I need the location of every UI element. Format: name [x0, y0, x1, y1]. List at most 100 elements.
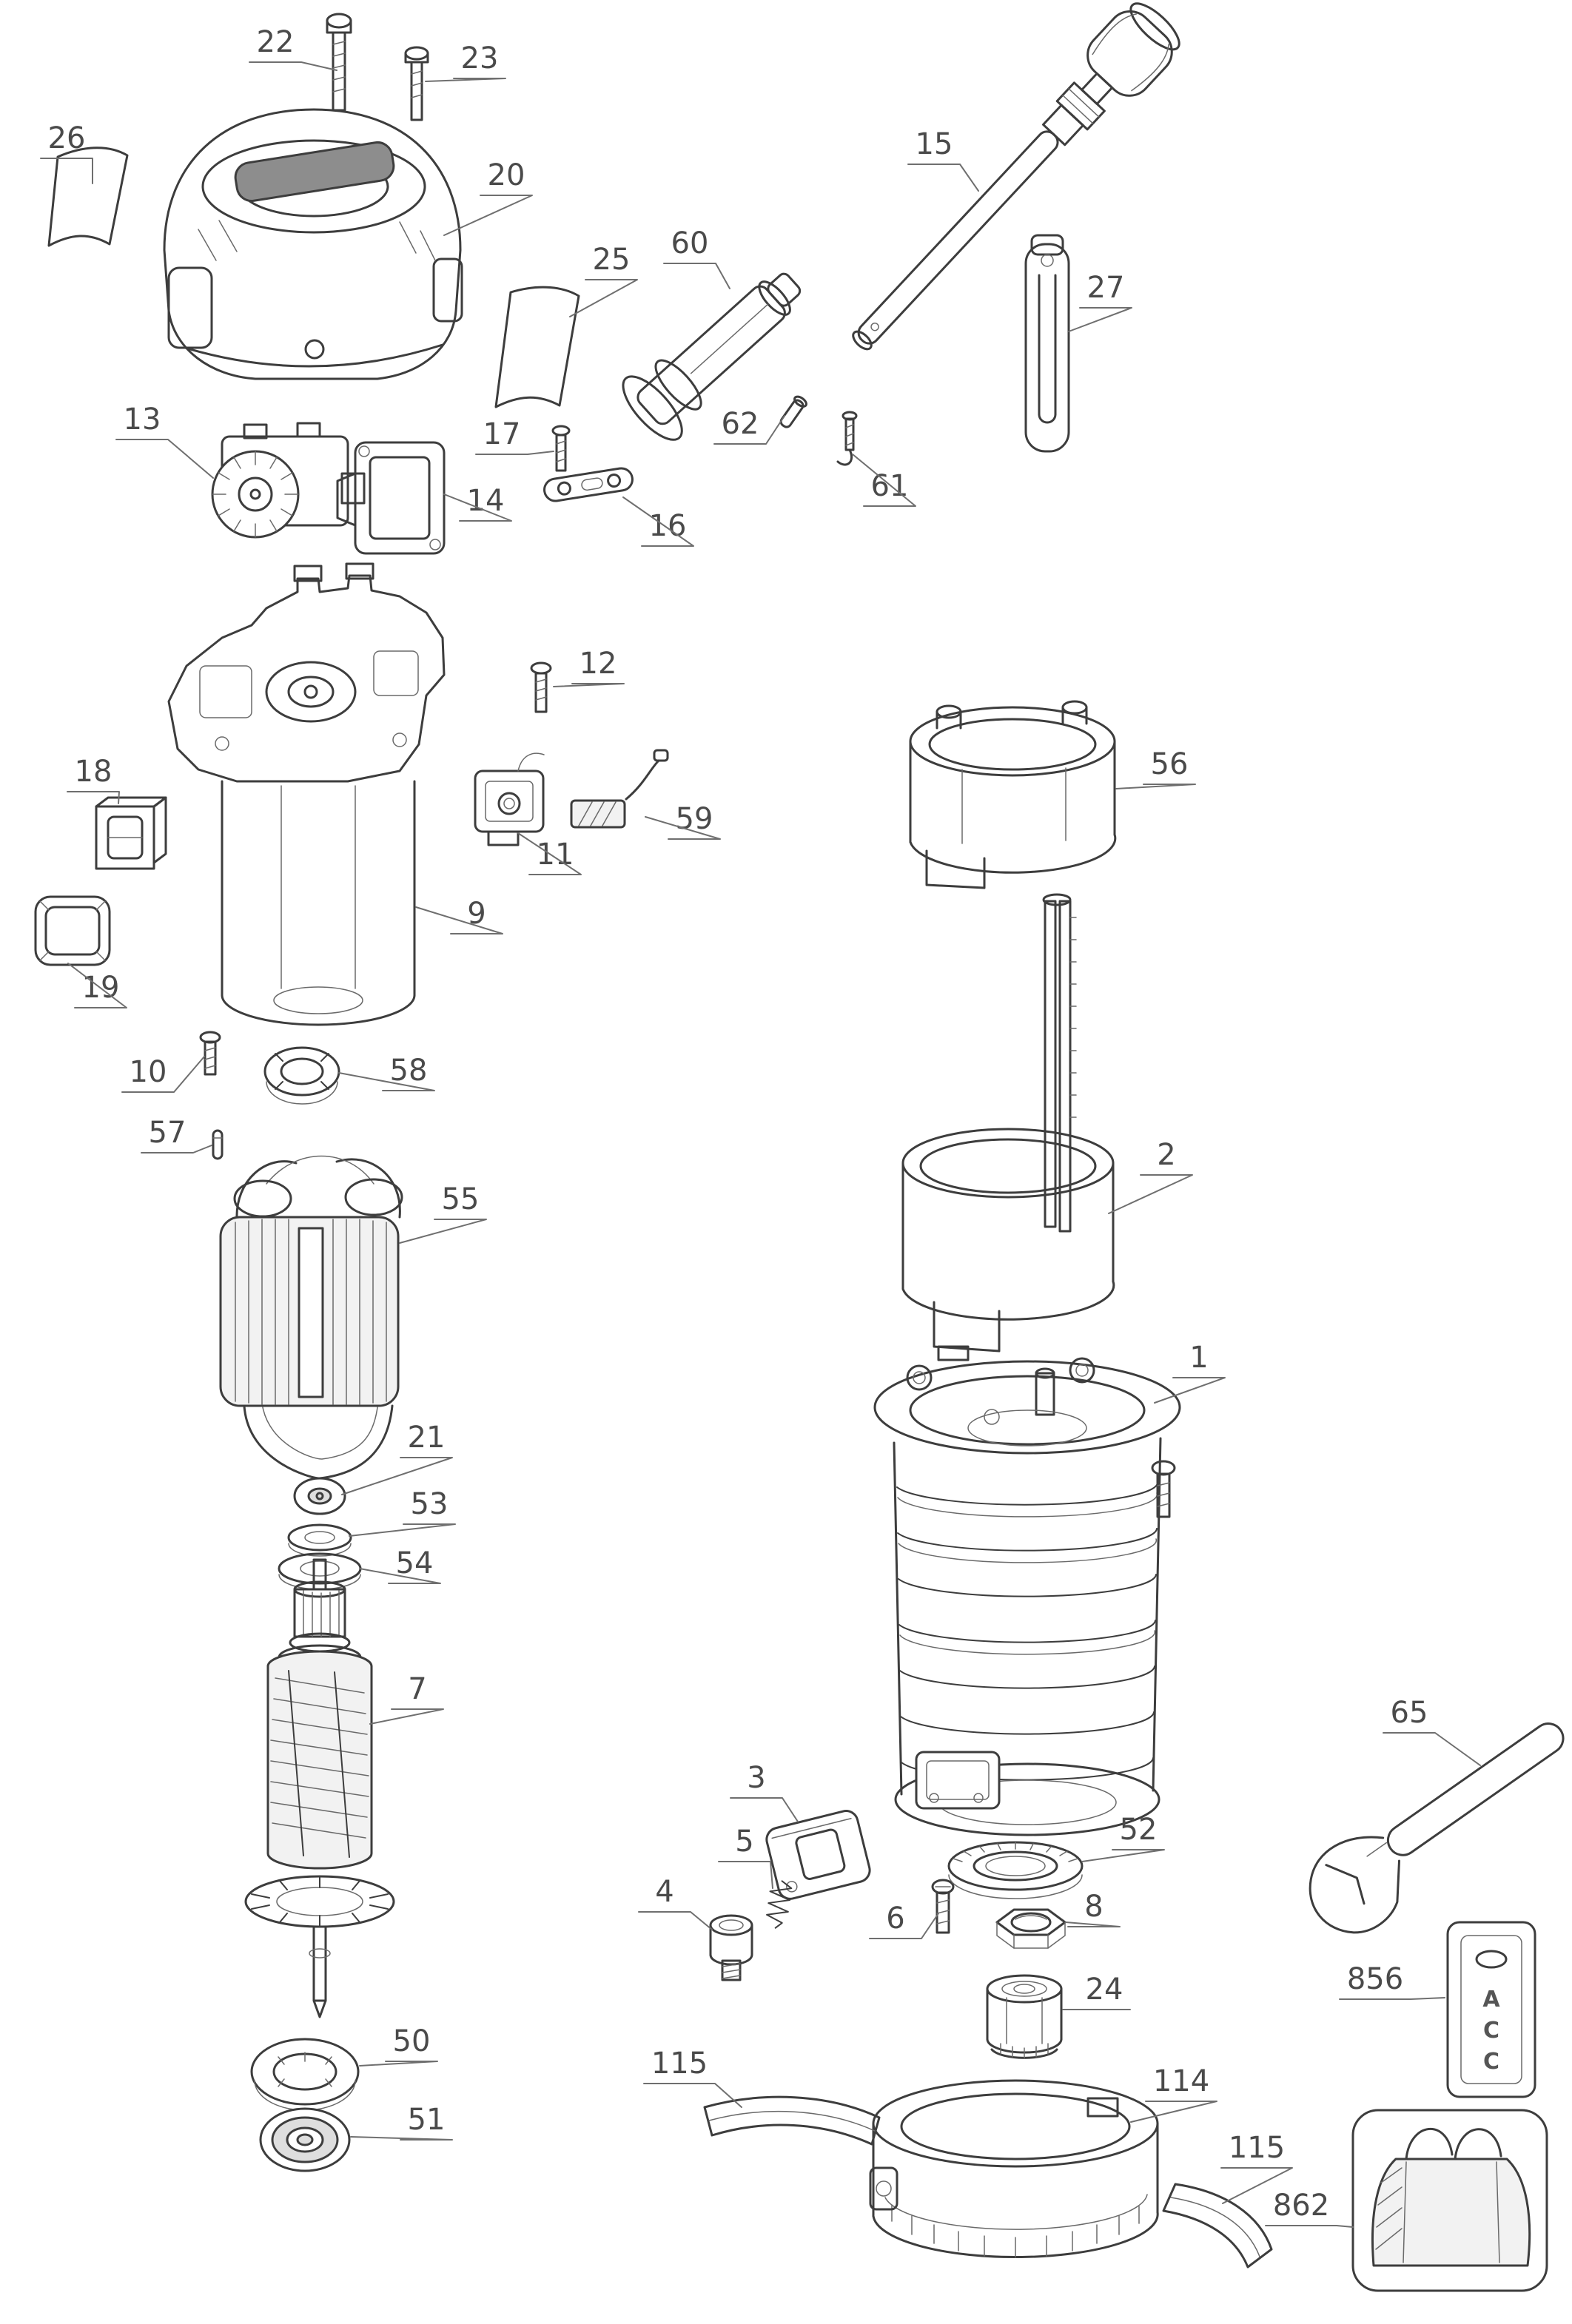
callout-14-leader [443, 494, 512, 522]
callout-862-leader [1265, 2225, 1354, 2228]
callout-5-leader [718, 1861, 773, 1889]
acc-letter-c1: C [1483, 2018, 1499, 2044]
callout-115-left: 115 [651, 2047, 708, 2081]
part-18-switch [95, 796, 167, 870]
callout-114-leader [1130, 2101, 1217, 2123]
part-53-washer [287, 1523, 352, 1557]
callout-58: 58 [390, 1054, 428, 1088]
callout-15-leader [907, 164, 979, 192]
callout-15: 15 [916, 127, 953, 161]
part-52-ring-nut [947, 1841, 1084, 1899]
part-56-upper-housing-cup [909, 700, 1117, 889]
callout-6-leader [869, 1913, 939, 1939]
part-19-switch-boot [34, 895, 111, 966]
part-15-depth-rod [852, 2, 1180, 351]
callout-23-leader [425, 78, 506, 82]
part-14-pcb-bracket [336, 441, 446, 555]
callout-56-leader [1115, 784, 1196, 789]
part-11-brush-holder [474, 752, 545, 846]
acc-letter-c2: C [1483, 2049, 1499, 2075]
part-862-tool-bag [1351, 2109, 1548, 2292]
part-25-label-sheet [494, 286, 580, 408]
callout-17-leader [475, 451, 554, 455]
part-4-lock-knob [709, 1914, 753, 1981]
callout-19-leader [67, 963, 127, 1008]
callout-51-leader [350, 2136, 453, 2141]
part-65-wrench [1309, 1722, 1565, 1934]
callout-115-left-leader [643, 2083, 742, 2108]
callout-4: 4 [655, 1875, 674, 1909]
callout-26: 26 [48, 121, 86, 155]
callout-2: 2 [1157, 1138, 1175, 1172]
part-51-bearing [259, 2107, 351, 2172]
callout-52: 52 [1120, 1813, 1158, 1847]
callout-114: 114 [1153, 2064, 1209, 2098]
callout-7: 7 [408, 1672, 426, 1706]
callout-60: 60 [671, 226, 709, 260]
callout-24: 24 [1086, 1973, 1123, 2007]
part-27-wrench-bar [1024, 234, 1070, 453]
acc-letter-a: A [1482, 1987, 1500, 2013]
callout-11-leader [517, 832, 582, 875]
callout-59-leader [645, 816, 721, 840]
callout-2-leader [1108, 1174, 1193, 1214]
callout-55-leader [399, 1219, 487, 1244]
part-16-link-plate [543, 467, 634, 502]
part-50-bearing-retainer [250, 2038, 360, 2111]
callout-65-leader [1383, 1732, 1481, 1766]
part-21-bearing [293, 1477, 346, 1515]
callout-60-leader [663, 263, 730, 289]
callout-56: 56 [1151, 747, 1189, 781]
callout-12: 12 [580, 647, 617, 681]
part-856-acc-plate: A C C [1446, 1921, 1536, 2098]
callout-21-leader [341, 1457, 453, 1495]
part-23-screw [404, 46, 429, 121]
part-114-base-ring [869, 2079, 1159, 2259]
part-61-screw-hook [836, 411, 858, 466]
callout-55: 55 [442, 1182, 480, 1216]
part-2-adjust-ring-rack [901, 893, 1115, 1361]
callout-22-leader [249, 61, 337, 71]
callout-62: 62 [722, 407, 759, 441]
callout-856-leader [1339, 1997, 1445, 2000]
part-9-motor-housing [167, 562, 446, 1026]
part-57-pin [212, 1129, 224, 1160]
part-5-spring [766, 1880, 793, 1929]
callout-25: 25 [593, 243, 631, 277]
callout-62-leader [713, 415, 785, 445]
callout-59: 59 [676, 802, 713, 836]
part-55-field-stator [219, 1155, 403, 1480]
callout-58-leader [338, 1072, 435, 1091]
callout-5: 5 [735, 1825, 753, 1859]
callout-862: 862 [1273, 2189, 1329, 2223]
callout-6: 6 [886, 1902, 904, 1936]
callout-50: 50 [393, 2024, 431, 2058]
part-115-band-right [1162, 2183, 1273, 2269]
callout-115-right-leader [1220, 2167, 1293, 2204]
part-20-motor-cap [163, 108, 463, 380]
part-24-collet-nut [986, 1974, 1063, 2059]
callout-16-leader [622, 496, 694, 547]
callout-3-leader [730, 1797, 799, 1822]
part-115-band-left [703, 2095, 881, 2146]
callout-54: 54 [396, 1546, 434, 1580]
callout-1-leader [1154, 1377, 1226, 1404]
callout-61-leader [852, 454, 916, 507]
callout-14: 14 [467, 484, 505, 518]
callout-23: 23 [461, 41, 499, 75]
callout-7-leader [369, 1708, 444, 1725]
part-62-pin [779, 395, 807, 428]
callout-10-leader [121, 1056, 205, 1093]
part-26-label-sheet [47, 146, 129, 247]
part-22-screw [326, 13, 352, 112]
callout-18: 18 [75, 755, 112, 789]
callout-21: 21 [408, 1421, 446, 1455]
part-6-screw [931, 1879, 955, 1934]
callout-115-right: 115 [1229, 2131, 1285, 2165]
callout-20-leader [443, 195, 533, 236]
callout-53: 53 [411, 1487, 449, 1521]
callout-52-leader [1081, 1849, 1165, 1862]
callout-12-leader [553, 683, 625, 687]
